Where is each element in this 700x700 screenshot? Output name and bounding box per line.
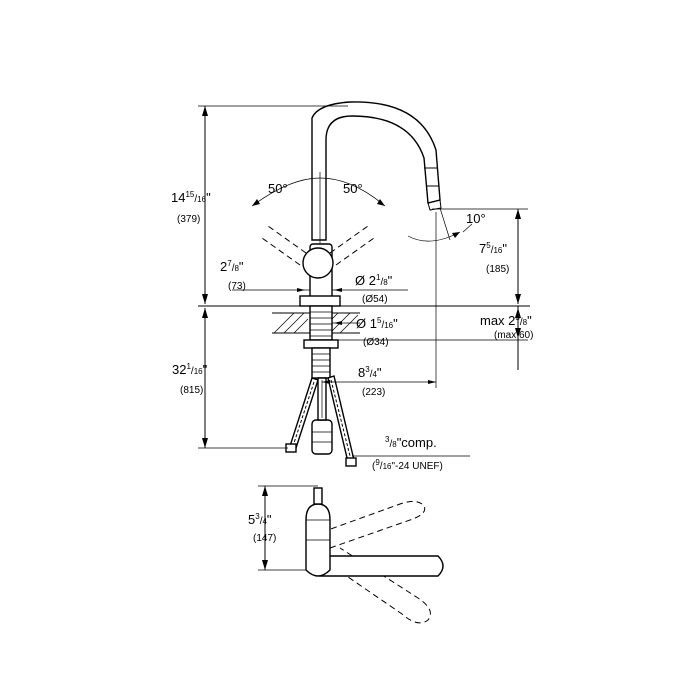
base-plate <box>299 295 341 307</box>
handle-swing-upper <box>327 500 426 549</box>
base-diameter-mm: (Ø54) <box>362 294 388 305</box>
base-diameter-label: Ø 21/8" <box>355 273 393 288</box>
handle-side-label: 53/4" <box>248 512 272 527</box>
top-spout <box>313 487 323 505</box>
spout-height-label: 75/16" <box>479 241 507 256</box>
handle-swing-left <box>261 225 307 266</box>
angle-left-label: 50° <box>268 181 288 196</box>
reach-mm: (223) <box>362 387 385 398</box>
faucet-top-view <box>258 485 444 624</box>
supply-hoses <box>285 375 357 467</box>
spout-outline <box>311 101 441 241</box>
hose-weight <box>311 419 333 455</box>
hole-diameter-mm: (Ø34) <box>363 337 389 348</box>
hole-diameter-label: Ø 15/16" <box>356 316 398 331</box>
max-deck-label: max 23/8" <box>480 313 532 328</box>
base-height-label: 27/8" <box>220 259 244 274</box>
mounting-shank <box>303 305 339 379</box>
angle-right-label: 50° <box>343 181 363 196</box>
dimension-lines <box>198 105 528 457</box>
handle-knob <box>302 247 334 279</box>
handle-swing-lower <box>331 547 431 624</box>
connection-size-label: 3/8"comp. <box>385 435 437 450</box>
faucet-front-view <box>261 101 442 307</box>
handle-swing-right <box>329 225 375 266</box>
spray-head-marks <box>424 167 439 187</box>
handle-side-mm: (147) <box>253 533 276 544</box>
base-height-mm: (73) <box>228 281 246 292</box>
total-height-mm: (379) <box>177 214 200 225</box>
angle-spray-label: 10° <box>466 211 486 226</box>
spout-height-mm: (185) <box>486 264 509 275</box>
spray-nozzle <box>427 199 442 211</box>
below-deck-label: 321/16" <box>172 362 208 377</box>
top-handle <box>319 555 444 577</box>
connection-thread-label: (9/16"-24 UNEF) <box>372 458 443 472</box>
below-deck-mm: (815) <box>180 385 203 396</box>
max-deck-mm: (max 60) <box>494 330 533 341</box>
total-height-label: 1415/16" <box>171 190 211 205</box>
reach-label: 83/4" <box>358 365 382 380</box>
